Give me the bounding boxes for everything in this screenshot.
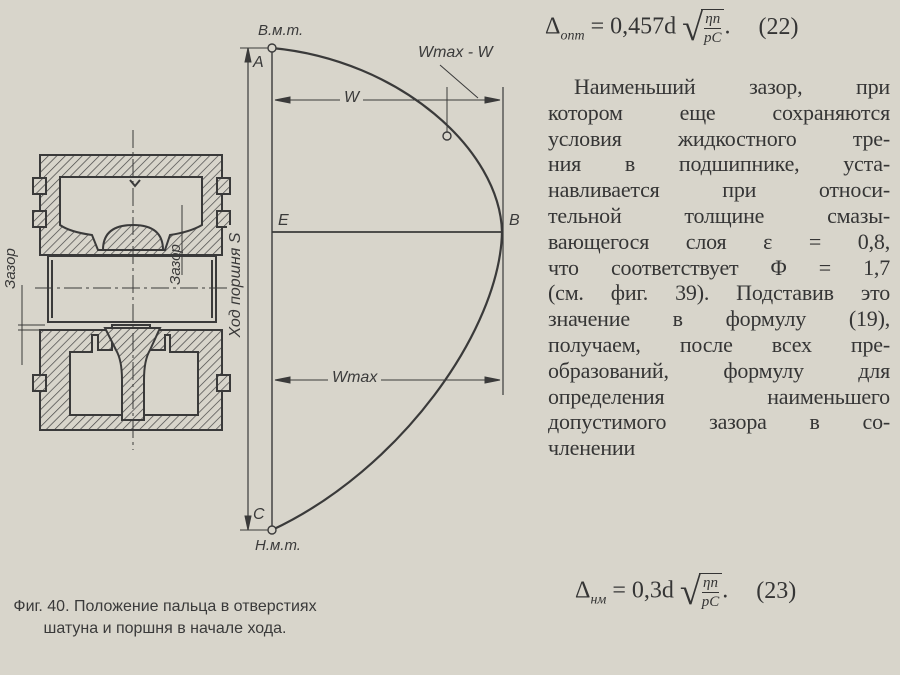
label-point-c: C [253, 506, 265, 523]
text-line: что соответствует Φ = 1,7 [548, 254, 890, 280]
formula-22-rhs: = 0,457d [590, 13, 677, 40]
velocity-curve [271, 46, 504, 531]
text-line: образований, формулу для [548, 357, 890, 383]
formula-23-number: (23) [756, 577, 797, 604]
text-line: членении [548, 435, 636, 461]
formula-22-subscript: опт [560, 28, 585, 44]
label-w: W [340, 89, 364, 107]
label-top-dead-center: В.м.т. [258, 22, 304, 39]
label-point-e: E [278, 212, 289, 229]
text-line: котором еще сохраняются [548, 99, 890, 125]
label-w-max-minus-w: Wmax - W [418, 44, 493, 61]
label-stroke: Ход поршня S [227, 225, 245, 345]
formula-22-number: (22) [758, 13, 799, 40]
figure-caption-line-2: шатуна и поршня в начале хода. [43, 620, 287, 637]
stroke-diagram [240, 43, 504, 535]
formula-23-delta: Δ [575, 577, 591, 604]
text-line: навливается при относи- [548, 177, 890, 203]
text-line: ния в подшипнике, уста- [548, 151, 890, 177]
text-line: условия жидкостного тре- [548, 125, 890, 151]
formula-23-subscript: нм [590, 592, 607, 608]
figure-40: В.м.т. Н.м.т. A B C E W Wmax Wmax - W Хо… [1, 22, 520, 554]
formula-22-numerator: ηn [705, 11, 721, 27]
sqrt-icon: √ [679, 571, 701, 613]
label-gap-center: Зазор [166, 244, 184, 285]
formula-23-denominator: pC [701, 592, 720, 610]
piston-section [18, 130, 232, 450]
label-point-a: A [253, 54, 264, 71]
formula-23-rhs: = 0,3d [612, 577, 674, 604]
text-line: определения наименьшего [548, 383, 890, 409]
label-w-max: Wmax [328, 369, 382, 387]
text-line: получаем, после всех пре- [548, 332, 890, 357]
sqrt-icon: √ [682, 7, 703, 49]
text-line: (см. фиг. 39). Подставив это [548, 280, 890, 306]
text-line: вающегося слоя ε = 0,8, [548, 228, 890, 254]
formula-23-numerator: ηn [703, 575, 718, 591]
formula-22-delta: Δ [545, 13, 561, 40]
label-point-b: B [509, 212, 520, 229]
text-line: тельной толщине смазы- [548, 203, 890, 228]
text-line: Наименьший зазор, при [574, 74, 890, 99]
figure-caption-line-1: Фиг. 40. Положение пальца в отверстиях [13, 598, 317, 615]
label-gap-left: Зазор [1, 248, 19, 289]
label-bottom-dead-center: Н.м.т. [255, 537, 301, 554]
formula-22-denominator: pC [703, 28, 722, 46]
text-line: допустимого зазора в со- [548, 409, 890, 435]
figure-drawing [18, 43, 504, 535]
text-line: значение в формулу (19), [548, 306, 890, 332]
